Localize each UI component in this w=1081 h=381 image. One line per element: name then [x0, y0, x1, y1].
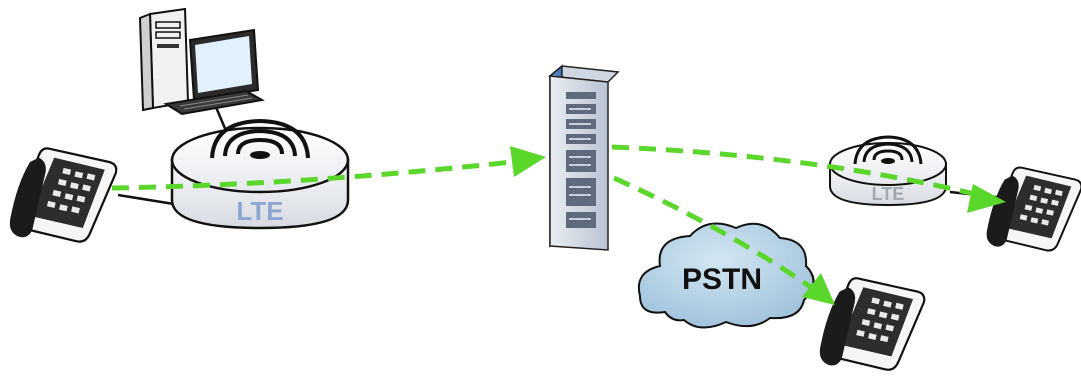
server-rack-icon — [550, 66, 618, 250]
telephone-icon — [820, 278, 924, 370]
telephone-icon — [10, 148, 116, 241]
arrow-head — [510, 146, 546, 177]
desktop-computer-icon — [140, 9, 262, 114]
lte-remote-label: LTE — [872, 184, 905, 204]
telephone-icon — [987, 167, 1081, 250]
lte-router-label: LTE — [236, 196, 283, 226]
pstn-label: PSTN — [682, 263, 762, 296]
